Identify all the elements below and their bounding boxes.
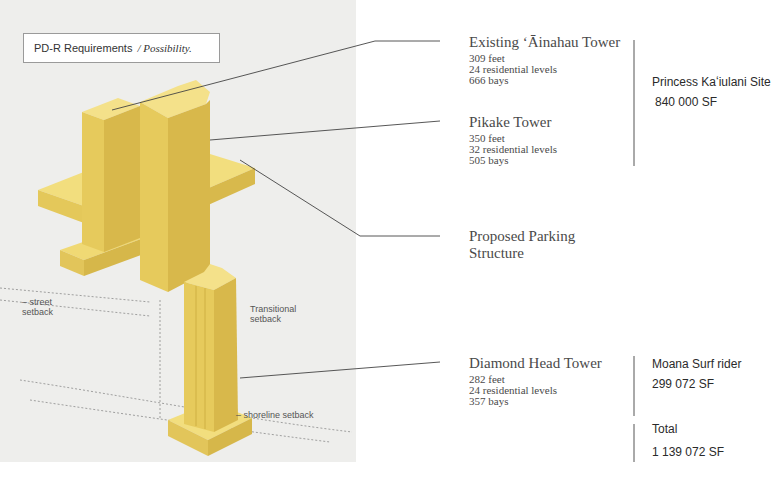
tower-levels: 32 residential levels — [469, 143, 557, 156]
total-area: 1 139 072 SF — [652, 446, 724, 460]
summary-brackets — [634, 40, 635, 462]
site-area: 840 000 SF — [655, 96, 717, 110]
tower-height: 309 feet — [469, 52, 505, 65]
tower-height: 282 feet — [469, 373, 505, 386]
tower-name: Diamond Head Tower — [469, 355, 602, 372]
site-name: Princess Kaʻiulani Site — [652, 76, 771, 90]
title-box: PD-R Requirements / Possibility. — [23, 33, 220, 63]
site-name: Moana Surf rider — [652, 358, 741, 372]
pikake-tower — [140, 80, 210, 292]
tower-bays: 505 bays — [469, 154, 508, 167]
setback-label: – shoreline setback — [236, 410, 326, 420]
box-subheading: / Possibility. — [137, 42, 191, 54]
tower-name: Pikake Tower — [469, 114, 551, 131]
site-area: 299 072 SF — [652, 378, 714, 392]
tower-levels: 24 residential levels — [469, 384, 557, 397]
panel-ground — [0, 0, 356, 462]
leader-lines — [112, 41, 440, 378]
ainahau-tower — [82, 98, 140, 252]
tower-bays: 666 bays — [469, 74, 508, 87]
structure-name: Proposed Parking Structure — [469, 228, 589, 263]
tower-levels: 24 residential levels — [469, 63, 557, 76]
setback-lines — [0, 288, 352, 442]
tower-bays: 357 bays — [469, 395, 508, 408]
diamond-head-tower — [168, 264, 252, 456]
total-heading: Total — [652, 423, 677, 437]
setback-label: – street setback — [22, 297, 68, 318]
tower-name: Existing ʻĀinahau Tower — [469, 34, 620, 51]
setback-label: Transitional setback — [250, 304, 306, 325]
tower-height: 350 feet — [469, 132, 505, 145]
box-heading: PD-R Requirements — [34, 42, 132, 54]
